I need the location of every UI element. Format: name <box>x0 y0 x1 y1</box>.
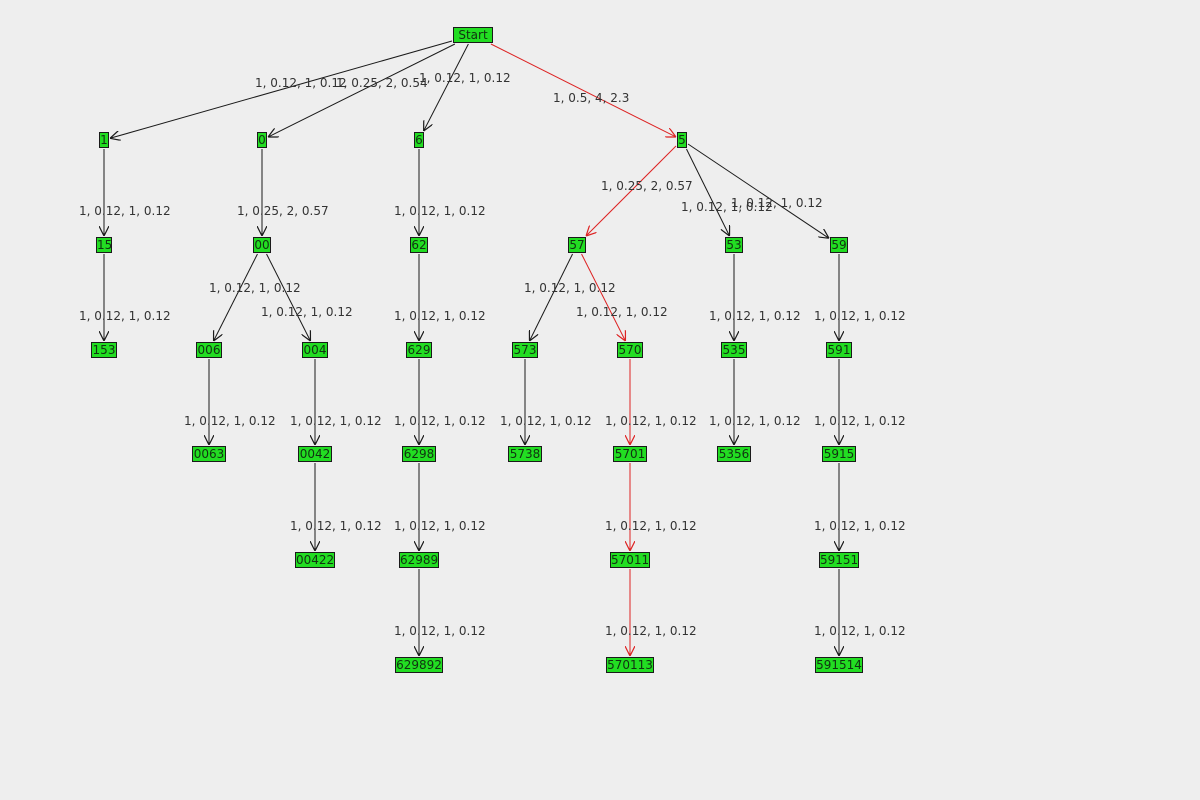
edge-start-n5 <box>490 43 676 137</box>
edge-n5-n53 <box>686 148 729 236</box>
edge-label: 1, 0.12, 1, 0.12 <box>184 414 276 428</box>
edge-start-n0 <box>268 43 456 137</box>
node-n57011[interactable]: 57011 <box>610 552 650 568</box>
edge-label: 1, 0.12, 1, 0.12 <box>261 305 353 319</box>
node-n0[interactable]: 0 <box>257 132 267 148</box>
node-n591[interactable]: 591 <box>826 342 852 358</box>
edge-label: 1, 0.12, 1, 0.12 <box>814 309 906 323</box>
edge-label: 1, 0.25, 2, 0.57 <box>237 204 329 218</box>
edge-label: 1, 0.12, 1, 0.12 <box>500 414 592 428</box>
edge-label: 1, 0.5, 4, 2.3 <box>553 91 630 105</box>
edge-label: 1, 0.12, 1, 0.12 <box>394 204 486 218</box>
node-n535[interactable]: 535 <box>721 342 747 358</box>
edge-label: 1, 0.12, 1, 0.12 <box>814 624 906 638</box>
edge-label: 1, 0.12, 1, 0.12 <box>605 414 697 428</box>
edge-label: 1, 0.12, 1, 0.12 <box>419 71 511 85</box>
node-n59151[interactable]: 59151 <box>819 552 859 568</box>
node-n570113[interactable]: 570113 <box>606 657 654 673</box>
edge-label: 1, 0.12, 1, 0.12 <box>255 76 347 90</box>
edge-n5-n57 <box>586 145 677 236</box>
node-n006[interactable]: 006 <box>196 342 222 358</box>
edge-n00-n004 <box>266 253 311 341</box>
edge-label: 1, 0.12, 1, 0.12 <box>209 281 301 295</box>
node-n57[interactable]: 57 <box>568 237 586 253</box>
node-n62989[interactable]: 62989 <box>399 552 439 568</box>
node-n5356[interactable]: 5356 <box>717 446 751 462</box>
node-n15[interactable]: 15 <box>96 237 112 253</box>
edge-label: 1, 0.12, 1, 0.12 <box>681 200 773 214</box>
node-n53[interactable]: 53 <box>725 237 743 253</box>
edge-label: 1, 0.12, 1, 0.12 <box>731 196 823 210</box>
node-n629[interactable]: 629 <box>406 342 432 358</box>
edge-label: 1, 0.25, 2, 0.54 <box>336 76 428 90</box>
edge-label: 1, 0.12, 1, 0.12 <box>605 624 697 638</box>
node-n5738[interactable]: 5738 <box>508 446 542 462</box>
node-n62[interactable]: 62 <box>410 237 428 253</box>
edge-start-n6 <box>424 43 469 131</box>
edge-label: 1, 0.12, 1, 0.12 <box>79 309 171 323</box>
node-n591514[interactable]: 591514 <box>815 657 863 673</box>
edge-label: 1, 0.12, 1, 0.12 <box>709 414 801 428</box>
edge-n00-n006 <box>214 253 258 341</box>
node-n6298[interactable]: 6298 <box>402 446 436 462</box>
edge-label: 1, 0.12, 1, 0.12 <box>814 414 906 428</box>
edge-label: 1, 0.12, 1, 0.12 <box>394 519 486 533</box>
node-n6[interactable]: 6 <box>414 132 424 148</box>
edge-label: 1, 0.12, 1, 0.12 <box>576 305 668 319</box>
edge-label: 1, 0.12, 1, 0.12 <box>709 309 801 323</box>
node-n00422[interactable]: 00422 <box>295 552 335 568</box>
node-n004[interactable]: 004 <box>302 342 328 358</box>
node-n5[interactable]: 5 <box>677 132 687 148</box>
node-n00[interactable]: 00 <box>253 237 271 253</box>
node-n153[interactable]: 153 <box>91 342 117 358</box>
node-n629892[interactable]: 629892 <box>395 657 443 673</box>
node-n5915[interactable]: 5915 <box>822 446 856 462</box>
node-n570[interactable]: 570 <box>617 342 643 358</box>
node-n5701[interactable]: 5701 <box>613 446 647 462</box>
node-n1[interactable]: 1 <box>99 132 109 148</box>
edge-label: 1, 0.12, 1, 0.12 <box>394 309 486 323</box>
edge-label: 1, 0.12, 1, 0.12 <box>605 519 697 533</box>
edge-label: 1, 0.12, 1, 0.12 <box>394 414 486 428</box>
node-n59[interactable]: 59 <box>830 237 848 253</box>
node-n0042[interactable]: 0042 <box>298 446 332 462</box>
edge-n57-n573 <box>529 253 573 341</box>
edge-n5-n59 <box>687 143 829 238</box>
edge-label: 1, 0.12, 1, 0.12 <box>394 624 486 638</box>
edge-label: 1, 0.12, 1, 0.12 <box>290 519 382 533</box>
edge-start-n1 <box>110 40 453 138</box>
edge-label: 1, 0.12, 1, 0.12 <box>814 519 906 533</box>
edge-label: 1, 0.25, 2, 0.57 <box>601 179 693 193</box>
edge-label: 1, 0.12, 1, 0.12 <box>524 281 616 295</box>
node-start[interactable]: Start <box>453 27 493 43</box>
node-n0063[interactable]: 0063 <box>192 446 226 462</box>
edge-label: 1, 0.12, 1, 0.12 <box>290 414 382 428</box>
node-n573[interactable]: 573 <box>512 342 538 358</box>
edge-label: 1, 0.12, 1, 0.12 <box>79 204 171 218</box>
edge-n57-n570 <box>581 253 626 341</box>
